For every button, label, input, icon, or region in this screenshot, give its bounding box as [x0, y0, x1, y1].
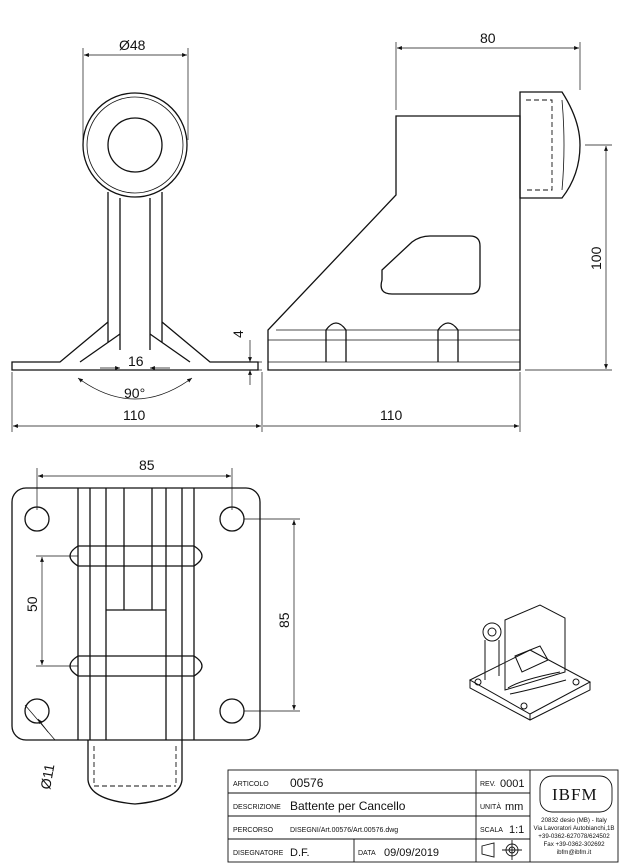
side-slot-window	[380, 235, 481, 295]
rev-value: 0001	[500, 778, 524, 790]
address-line-2: Via Lavoratori Autobianchi,1B	[533, 825, 614, 832]
dim-hole-spacing-85-right: 85	[276, 612, 292, 628]
data-label: DATA	[358, 850, 376, 857]
roller-bore	[107, 117, 163, 173]
side-roller	[519, 91, 581, 199]
dim-width-80: 80	[480, 30, 496, 46]
address-line-3: +39-0362-627078/624502	[538, 833, 610, 840]
unita-label: UNITÀ	[480, 802, 501, 811]
side-view-dimensions	[263, 42, 612, 432]
scala-value: 1:1	[509, 824, 524, 836]
articolo-value: 00576	[290, 776, 324, 790]
dim-angle-90: 90°	[124, 385, 145, 401]
descrizione-value: Battente per Cancello	[290, 799, 406, 813]
address-line-5: ibfm@ibfm.it	[557, 849, 592, 856]
top-view-dimensions	[24, 468, 300, 741]
side-view	[267, 91, 581, 371]
mount-hole-bl	[24, 698, 50, 724]
slot-lower	[69, 655, 203, 677]
dim-width-16: 16	[128, 353, 144, 369]
dim-height-100: 100	[588, 246, 604, 270]
dim-slot-spacing-50: 50	[24, 596, 40, 612]
disegnatore-value: D.F.	[290, 847, 310, 859]
roller-outer	[82, 92, 188, 198]
dim-length-110-left: 110	[123, 407, 146, 423]
front-view	[11, 92, 259, 371]
ibfm-logo: IBFM	[552, 785, 598, 804]
rev-label: REV.	[480, 781, 496, 788]
disegnatore-label: DISEGNATORE	[233, 850, 284, 857]
dim-hole-diameter-11: Ø11	[37, 762, 57, 790]
unita-value: mm	[505, 801, 523, 813]
roller-inner-rim	[86, 96, 184, 194]
address-line-1: 20832 desio (MB) - Italy	[541, 817, 608, 824]
percorso-label: PERCORSO	[233, 827, 274, 834]
mount-hole-tl	[24, 506, 50, 532]
base-plate	[11, 487, 261, 741]
descrizione-label: DESCRIZIONE	[233, 804, 281, 811]
percorso-value: DISEGNI/Art.00576/Art.00576.dwg	[290, 827, 398, 834]
dim-hole-spacing-85-top: 85	[139, 457, 155, 473]
articolo-label: ARTICOLO	[233, 781, 269, 788]
title-block	[227, 769, 619, 863]
data-value: 09/09/2019	[384, 847, 439, 859]
dim-length-110-right: 110	[380, 407, 403, 423]
slot-upper	[69, 545, 203, 567]
address-line-4: Fax +39-0362-302692	[543, 841, 605, 848]
dim-diameter-48: Ø48	[119, 37, 146, 53]
front-view-dimensions	[11, 48, 263, 432]
mount-hole-br	[219, 698, 245, 724]
top-view	[11, 487, 261, 805]
mount-hole-tr	[219, 506, 245, 532]
isometric-view	[468, 604, 592, 721]
scala-label: SCALA	[480, 827, 503, 834]
dim-thickness-4: 4	[230, 330, 246, 338]
